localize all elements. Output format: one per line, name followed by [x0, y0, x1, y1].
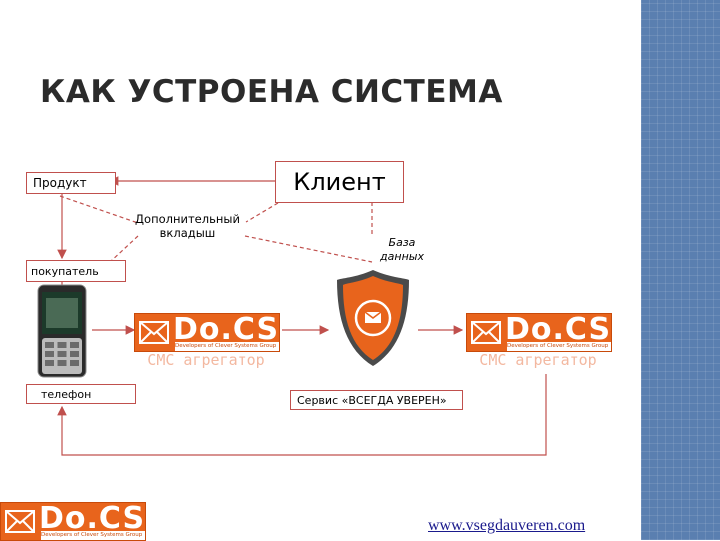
- logo-tagline: Developers of Clever Systems Group: [41, 531, 145, 540]
- logo-box: Do.CS Developers of Clever Systems Group: [0, 502, 146, 541]
- logo-subtitle: СМС агрегатор: [466, 351, 610, 369]
- node-product: Продукт: [26, 172, 116, 194]
- envelope-icon: [471, 319, 501, 346]
- dashed-product-to-insert: [60, 196, 138, 223]
- node-client: Клиент: [275, 161, 404, 203]
- label-insert: Дополнительный вкладыш: [130, 212, 245, 240]
- node-phone: телефон: [26, 384, 136, 404]
- logo-tagline: Developers of Clever Systems Group: [175, 342, 279, 351]
- website-link[interactable]: www.vsegdauveren.com: [428, 517, 585, 535]
- logo-docs-left: Do.CS Developers of Clever Systems Group…: [134, 313, 282, 373]
- logo-tagline: Developers of Clever Systems Group: [507, 342, 611, 351]
- dashed-insert-to-database: [245, 236, 372, 262]
- logo-box: Do.CS Developers of Clever Systems Group: [134, 313, 280, 352]
- node-service: Сервис «ВСЕГДА УВЕРЕН»: [290, 390, 463, 410]
- logo-docs-right: Do.CS Developers of Clever Systems Group…: [466, 313, 614, 373]
- label-database: База данных: [372, 236, 432, 264]
- logo-docs-footer: Do.CS Developers of Clever Systems Group: [0, 502, 148, 540]
- node-buyer: покупатель: [26, 260, 126, 282]
- logo-box: Do.CS Developers of Clever Systems Group: [466, 313, 612, 352]
- shield-icon: [333, 268, 413, 368]
- dashed-client-to-insert: [246, 203, 278, 222]
- logo-subtitle: СМС агрегатор: [134, 351, 278, 369]
- envelope-icon: [139, 319, 169, 346]
- envelope-icon: [5, 508, 35, 535]
- mobile-phone-icon: [36, 284, 88, 378]
